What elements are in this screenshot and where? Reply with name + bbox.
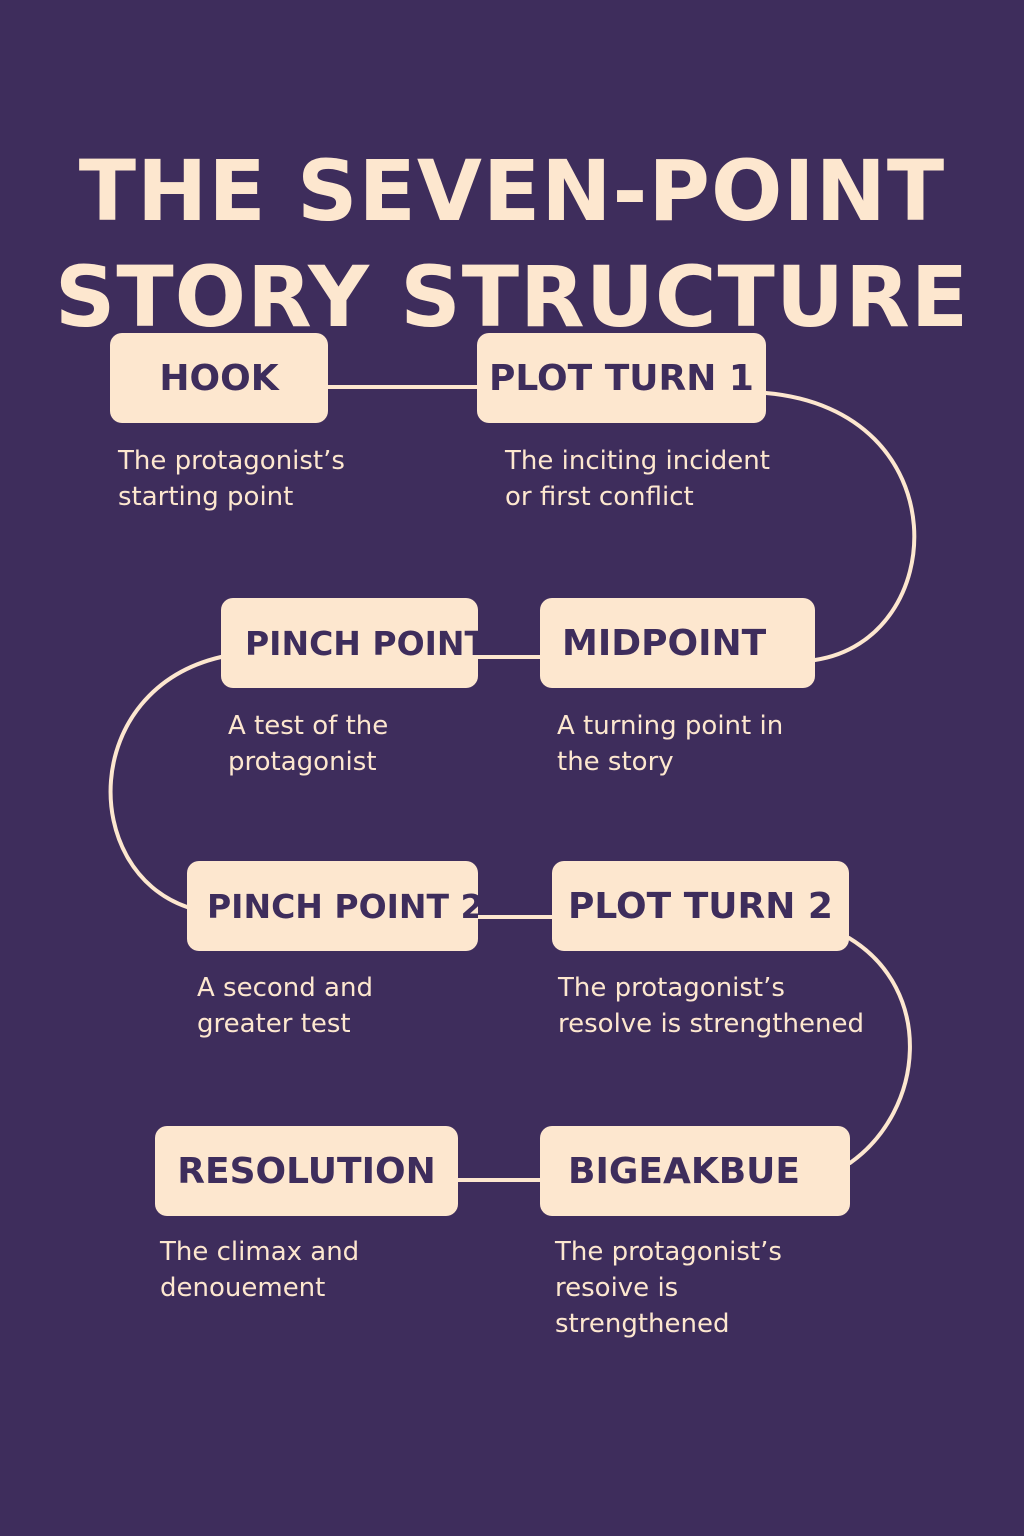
title-line-1: THE SEVEN-POINT [78, 142, 946, 241]
step-desc-bigeakbue: The protagonist’s resoive is strengthene… [555, 1237, 782, 1339]
step-desc-plot-turn-1: The inciting incident or first conflict [505, 446, 770, 512]
step-label-plot-turn-1: PLOT TURN 1 [489, 357, 754, 399]
step-desc-hook: The protagonist’s starting point [118, 446, 345, 512]
page-title: THE SEVEN-POINT STORY STRUCTURE [0, 138, 1024, 350]
step-label-midpoint: MIDPOINT [562, 622, 767, 664]
step-box-plot-turn-1: PLOT TURN 1 [477, 333, 766, 423]
connector-pinch-point-pinch-point-2 [108, 655, 223, 909]
step-label-pinch-point: PINCH POINT [245, 623, 478, 663]
step-desc-resolution: The climax and denouement [160, 1237, 360, 1303]
step-label-hook: HOOK [159, 357, 279, 399]
step-label-pinch-point-2: PINCH POINT 2 [207, 886, 478, 926]
step-desc-pinch-point-2: A second and greater test [197, 973, 373, 1039]
step-box-bigeakbue: BIGEAKBUE [540, 1126, 850, 1216]
step-desc-pinch-point: A test of the protagonist [228, 711, 389, 777]
step-box-pinch-point-2: PINCH POINT 2 [187, 861, 478, 951]
step-box-pinch-point: PINCH POINT [221, 598, 478, 688]
step-box-plot-turn-2: PLOT TURN 2 [552, 861, 849, 951]
connector-plot-turn-1-midpoint [764, 391, 917, 662]
step-box-resolution: RESOLUTION [155, 1126, 458, 1216]
step-box-midpoint: MIDPOINT [540, 598, 815, 688]
step-desc-midpoint: A turning point in the story [557, 711, 784, 777]
step-label-bigeakbue: BIGEAKBUE [568, 1150, 800, 1192]
connector-plot-turn-2-bigeakbue [847, 936, 912, 1165]
step-box-hook: HOOK [110, 333, 328, 423]
step-label-resolution: RESOLUTION [177, 1150, 436, 1192]
step-desc-plot-turn-2: The protagonist’s resolve is strengthene… [558, 973, 864, 1039]
step-label-plot-turn-2: PLOT TURN 2 [568, 885, 833, 927]
title-line-2: STORY STRUCTURE [54, 248, 970, 347]
